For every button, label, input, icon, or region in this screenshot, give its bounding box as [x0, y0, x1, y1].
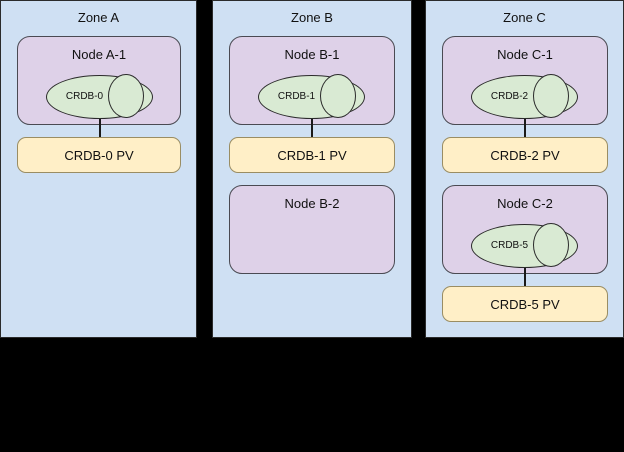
pv-label: CRDB-2 PV — [490, 147, 560, 163]
zone-title: Zone B — [291, 10, 333, 25]
database-label: CRDB-5 — [490, 240, 529, 251]
connector-line — [99, 119, 101, 137]
connector-line — [311, 119, 313, 137]
database-cylinder-crdb-1: CRDB-1 — [258, 74, 365, 119]
cylinder-end-cap — [533, 74, 569, 118]
zone-title: Zone A — [77, 10, 120, 25]
node-title: Node B-2 — [284, 196, 340, 211]
pv-label: CRDB-0 PV — [64, 147, 134, 163]
database-cylinder-crdb-5: CRDB-5 — [471, 223, 578, 268]
zone-title: Zone C — [503, 10, 546, 25]
database-label: CRDB-2 — [490, 91, 529, 102]
pv-label: CRDB-1 PV — [277, 147, 347, 163]
node-title: Node C-2 — [497, 196, 553, 211]
node-box-node-b-2: Node B-2 — [229, 185, 395, 274]
node-title: Node C-1 — [497, 47, 553, 62]
cylinder-end-cap — [108, 74, 144, 118]
connector-line — [524, 268, 526, 286]
database-cylinder-crdb-0: CRDB-0 — [46, 74, 153, 119]
cylinder-end-cap — [320, 74, 356, 118]
node-title: Node B-1 — [284, 47, 340, 62]
database-label: CRDB-0 — [65, 91, 104, 102]
persistent-volume-crdb-2-pv: CRDB-2 PV — [442, 137, 608, 173]
database-cylinder-crdb-2: CRDB-2 — [471, 74, 578, 119]
persistent-volume-crdb-1-pv: CRDB-1 PV — [229, 137, 395, 173]
connector-line — [524, 119, 526, 137]
database-label: CRDB-1 — [277, 91, 316, 102]
persistent-volume-crdb-5-pv: CRDB-5 PV — [442, 286, 608, 322]
cylinder-end-cap — [533, 223, 569, 267]
persistent-volume-crdb-0-pv: CRDB-0 PV — [17, 137, 181, 173]
pv-label: CRDB-5 PV — [490, 296, 560, 312]
node-title: Node A-1 — [71, 47, 127, 62]
